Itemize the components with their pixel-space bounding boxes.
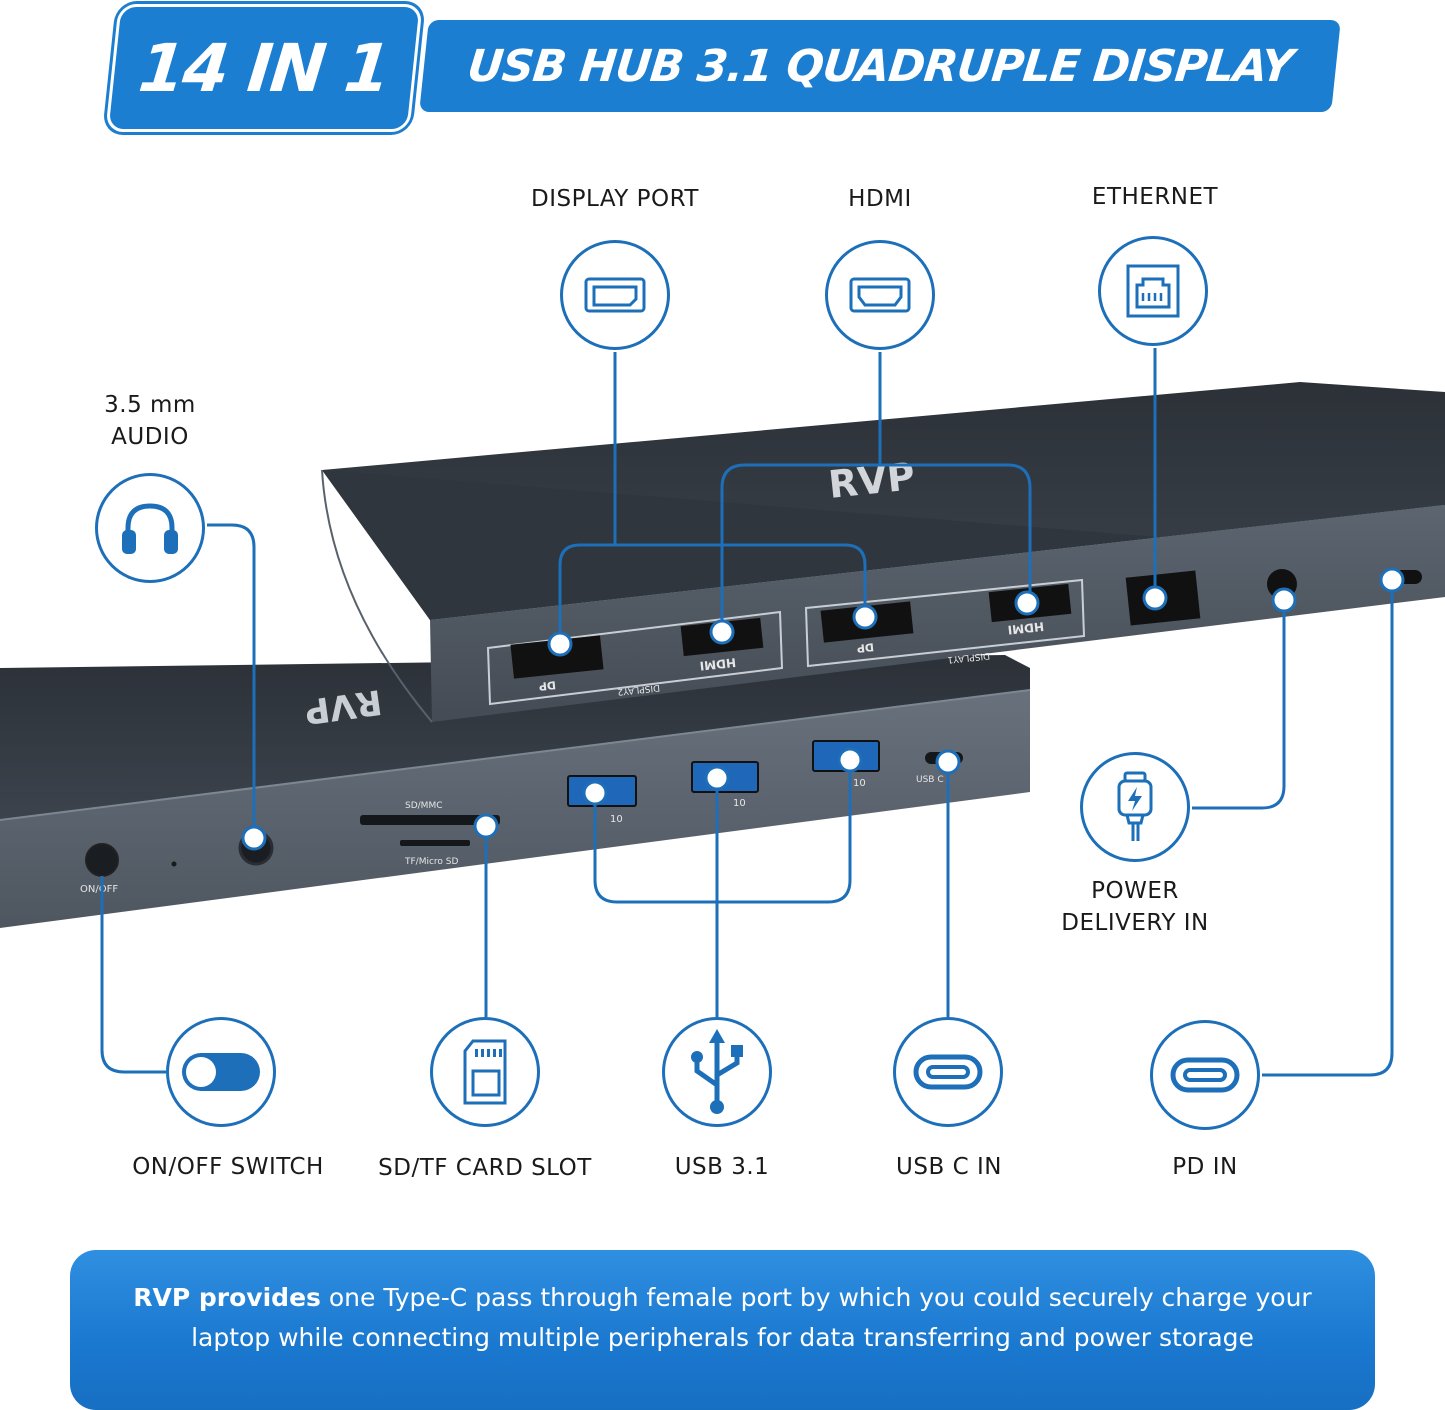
label-audio-line2: AUDIO: [111, 424, 189, 450]
usb-c-icon-circle: [893, 1017, 1003, 1127]
usb-icon-circle: [662, 1017, 772, 1127]
sd-card-icon: [463, 1039, 507, 1105]
label-power-line2: DELIVERY IN: [1061, 910, 1209, 936]
label-display-port: DISPLAY PORT: [531, 186, 699, 212]
svg-text:DISPLAY1: DISPLAY1: [947, 650, 990, 664]
info-text: RVP provides one Type-C pass through fem…: [100, 1278, 1345, 1358]
label-usb-c-in: USB C IN: [896, 1154, 1002, 1180]
info-body: one Type-C pass through female port by w…: [191, 1283, 1312, 1352]
power-plug-icon: [1117, 771, 1153, 841]
switch-icon-circle: [166, 1017, 276, 1127]
power-icon-circle: [1080, 752, 1190, 862]
label-card-slot: SD/TF CARD SLOT: [378, 1155, 592, 1181]
info-bold: RVP provides: [133, 1283, 321, 1312]
label-hdmi: HDMI: [848, 186, 912, 212]
pd-usb-c-icon: [1170, 1057, 1240, 1093]
ethernet-icon: [1126, 264, 1180, 318]
svg-text:10: 10: [853, 778, 866, 789]
lower-hub: RVP ON/OFF SD/MMC TF/Micro SD 10 10 10 U…: [0, 655, 1031, 928]
label-ethernet: ETHERNET: [1091, 184, 1219, 210]
card-icon-circle: [430, 1017, 540, 1127]
label-pd-in: PD IN: [1172, 1154, 1238, 1180]
usb-c-icon: [913, 1054, 983, 1090]
audio-icon-circle: [95, 473, 205, 583]
svg-text:10: 10: [610, 814, 623, 825]
label-usb31: USB 3.1: [674, 1154, 770, 1180]
svg-text:DP: DP: [538, 678, 556, 693]
upper-brand-mark: RVP: [826, 454, 917, 507]
label-power-line1: POWER: [1091, 878, 1179, 904]
svg-text:ON/OFF: ON/OFF: [80, 884, 118, 895]
svg-text:TF/Micro SD: TF/Micro SD: [404, 857, 459, 867]
svg-text:DISPLAY2: DISPLAY2: [617, 682, 660, 696]
svg-text:HDMI: HDMI: [1007, 619, 1045, 637]
display-port-icon: [584, 277, 646, 313]
toggle-switch-icon: [182, 1053, 260, 1091]
hdmi-icon: [849, 277, 911, 313]
svg-text:USB C: USB C: [916, 775, 944, 785]
headphones-icon: [122, 503, 178, 554]
info-box: RVP provides one Type-C pass through fem…: [70, 1250, 1375, 1410]
svg-text:10: 10: [733, 798, 746, 809]
usb-icon: [691, 1029, 743, 1114]
svg-text:DP: DP: [856, 640, 874, 655]
ethernet-icon-circle: [1098, 236, 1208, 346]
label-audio-line1: 3.5 mm: [104, 392, 196, 418]
hdmi-icon-circle: [825, 240, 935, 350]
display-port-icon-circle: [560, 240, 670, 350]
pd-icon-circle: [1150, 1020, 1260, 1130]
svg-text:HDMI: HDMI: [699, 655, 737, 673]
svg-text:SD/MMC: SD/MMC: [405, 801, 443, 811]
upper-hub: RVP HDMI DP DISPLAY2 HDMI DP DISPLAY1: [321, 382, 1445, 723]
label-on-off-switch: ON/OFF SWITCH: [132, 1154, 324, 1180]
